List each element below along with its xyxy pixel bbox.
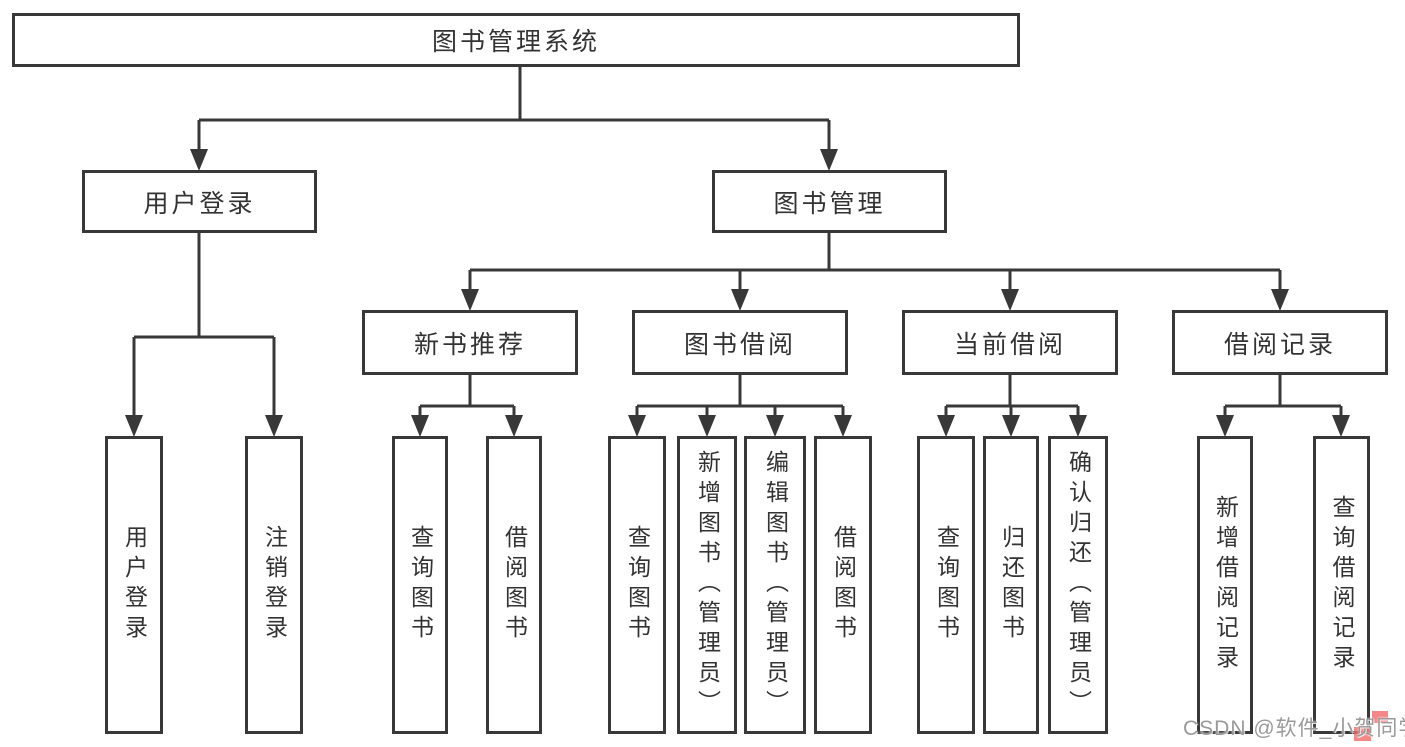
leaf-label: 查询借阅记录 — [1329, 495, 1355, 675]
watermark-red-accent — [1372, 711, 1388, 723]
leaf-label: 归还图书 — [998, 525, 1025, 645]
leaf-label: 编辑图书（管理员） — [762, 450, 789, 720]
leaf-label: 注销登录 — [261, 525, 288, 645]
leaf-label: 用户登录 — [121, 525, 148, 645]
leaf-label: 借阅图书 — [501, 525, 528, 645]
leaf-label: 确认归还（管理员） — [1065, 450, 1092, 720]
watermark: CSDN @软件_小贺同学 — [1183, 717, 1405, 740]
node-book-management: 图书管理 — [712, 170, 947, 233]
connector-strokes — [132, 67, 1343, 417]
node-current-borrow: 当前借阅 — [902, 310, 1118, 375]
leaf-add-books-admin: 新增图书（管理员） — [677, 436, 737, 734]
leaf-user-login: 用户登录 — [105, 436, 163, 734]
leaf-logout-login: 注销登录 — [245, 436, 303, 734]
node-new-book-recommend: 新书推荐 — [362, 310, 578, 375]
leaf-label: 查询图书 — [407, 525, 434, 645]
leaf-edit-books-admin: 编辑图书（管理员） — [744, 436, 806, 734]
leaf-confirm-return-admin: 确认归还（管理员） — [1048, 436, 1108, 734]
leaf-label: 新增图书（管理员） — [694, 450, 721, 720]
node-root: 图书管理系统 — [12, 13, 1020, 67]
leaf-label: 借阅图书 — [830, 525, 857, 645]
arrowheads — [125, 149, 1350, 437]
leaf-label: 查询图书 — [933, 525, 960, 645]
leaf-query-books-borrow: 查询图书 — [608, 436, 666, 734]
leaf-add-borrow-record: 新增借阅记录 — [1197, 436, 1253, 734]
leaf-borrow-books: 借阅图书 — [814, 436, 872, 734]
watermark-red-accent — [1354, 727, 1371, 741]
leaf-query-borrow-record: 查询借阅记录 — [1313, 436, 1370, 734]
leaf-query-books-current: 查询图书 — [917, 436, 975, 734]
leaf-label: 新增借阅记录 — [1212, 495, 1239, 675]
node-user-login: 用户登录 — [82, 170, 317, 233]
leaf-borrow-books-recommend: 借阅图书 — [486, 436, 542, 734]
node-book-borrow: 图书借阅 — [632, 310, 848, 375]
leaf-return-books: 归还图书 — [983, 436, 1039, 734]
node-borrow-records: 借阅记录 — [1172, 310, 1388, 375]
leaf-label: 查询图书 — [624, 525, 651, 645]
leaf-query-books-recommend: 查询图书 — [392, 436, 448, 734]
